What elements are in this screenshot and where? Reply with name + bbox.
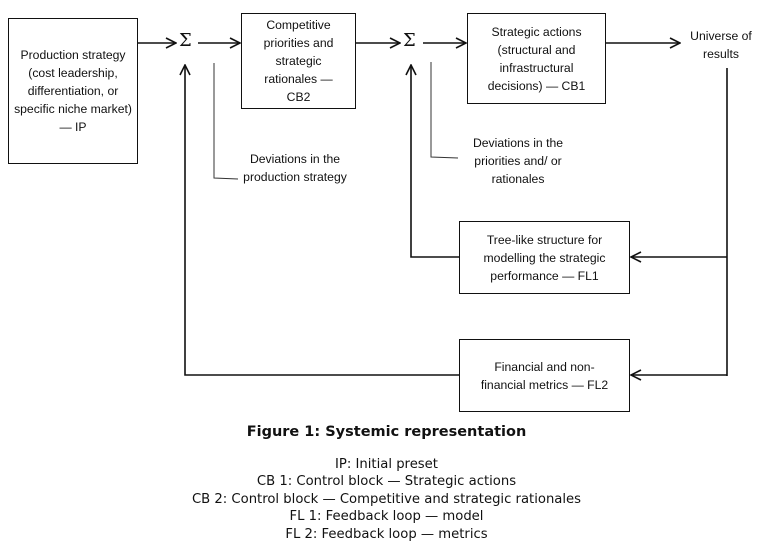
block-cb1-label: Strategic actions (structural and infras…	[487, 24, 586, 93]
disturbance-line-production	[213, 63, 239, 180]
disturbance-priorities-rationales: Deviations in the priorities and/ or rat…	[472, 136, 564, 186]
disturbance-production-strategy: Deviations in the production strategy	[243, 152, 347, 184]
block-fl2-label: Financial and non-financial metrics — FL…	[480, 359, 609, 392]
summing-junction-2: Σ	[403, 30, 416, 51]
block-cb1: Strategic actions (structural and infras…	[467, 13, 606, 104]
block-initial-preset: Production strategy (cost leadership, di…	[8, 18, 138, 164]
legend-item-cb1: CB 1: Control block — Strategic actions	[256, 474, 517, 490]
summing-junction-1: Σ	[179, 30, 192, 51]
block-fl2: Financial and non-financial metrics — FL…	[459, 339, 630, 412]
output-universe-of-results: Universe of results	[690, 29, 752, 61]
disturbance-line-priorities	[430, 62, 459, 159]
block-cb2-label: Competitive priorities and strategic rat…	[263, 18, 334, 104]
block-fl1-label: Tree-like structure for modelling the st…	[483, 232, 606, 283]
legend-item-ip: IP: Initial preset	[335, 457, 438, 472]
arrow-fl2-to-sum1	[185, 65, 459, 376]
block-initial-preset-label: Production strategy (cost leadership, di…	[14, 48, 132, 134]
legend-item-fl1: FL 1: Feedback loop — model	[289, 509, 484, 525]
block-fl1: Tree-like structure for modelling the st…	[459, 221, 630, 294]
figure-title: Figure 1: Systemic representation	[246, 424, 527, 440]
arrow-fl1-to-sum2	[411, 65, 459, 258]
legend-item-fl2: FL 2: Feedback loop — metrics	[285, 526, 488, 542]
figure-legend: IP: Initial preset CB 1: Control block —…	[0, 456, 773, 543]
legend-item-cb2: CB 2: Control block — Competitive and st…	[191, 491, 582, 507]
block-cb2: Competitive priorities and strategic rat…	[241, 13, 356, 109]
